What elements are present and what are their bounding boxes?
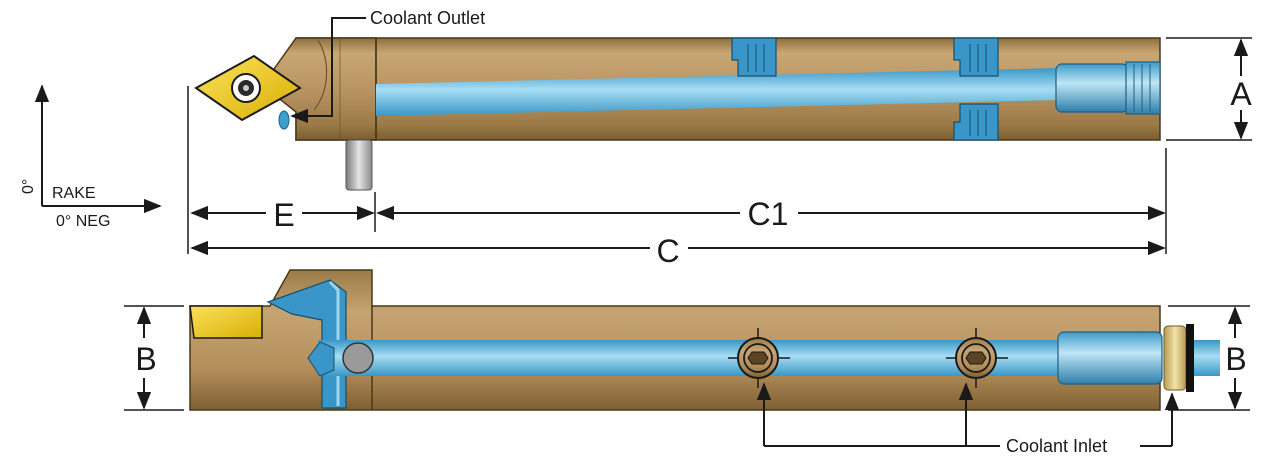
- coolant-outlet-nozzle: [278, 110, 290, 130]
- side-inlet-fitting: [1057, 331, 1163, 385]
- dimension-e: E: [273, 197, 294, 233]
- neg-label: 0° NEG: [56, 213, 110, 230]
- coolant-outlet-label: Coolant Outlet: [370, 8, 485, 28]
- side-inlet-ring: [1163, 325, 1187, 391]
- rake-label: RAKE: [52, 185, 96, 202]
- locating-pin: [345, 139, 373, 191]
- dimension-c1: C1: [748, 196, 789, 232]
- top-coolant-channel: [376, 68, 1060, 116]
- top-clamp-screw-3: [953, 103, 999, 141]
- side-inlet-tube: [1194, 340, 1220, 376]
- rake-angle-label: 0°: [20, 179, 37, 194]
- dimension-c: C: [656, 233, 679, 269]
- dimension-b-right: B: [1225, 341, 1246, 377]
- side-screw-2: [946, 328, 1008, 388]
- side-coolant-channel: [318, 340, 1062, 376]
- side-screw-1: [728, 328, 790, 388]
- top-clamp-screw-1: [731, 37, 777, 77]
- side-insert: [189, 305, 263, 339]
- rake-axis: 0° RAKE 0° NEG: [20, 84, 162, 230]
- dimension-a: A: [1230, 76, 1252, 112]
- side-plug: [342, 342, 374, 374]
- dimension-b-left: B: [135, 341, 156, 377]
- coolant-inlet-label: Coolant Inlet: [1006, 436, 1107, 456]
- top-inlet-fitting: [1055, 63, 1129, 113]
- top-clamp-screw-2: [953, 37, 999, 77]
- top-view: Coolant Outlet A E C1 C: [187, 8, 1252, 269]
- side-view: B B Coolant Inlet: [124, 269, 1250, 456]
- top-inlet-nut: [1125, 61, 1161, 115]
